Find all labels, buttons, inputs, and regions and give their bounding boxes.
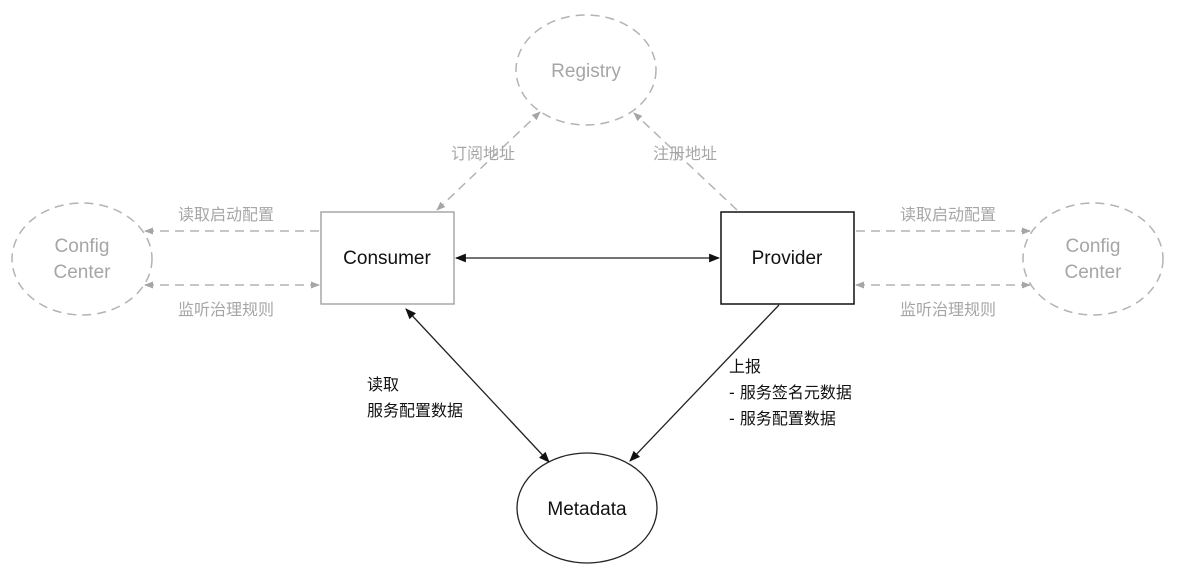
edge-consumer-metadata: 读取 服务配置数据 bbox=[367, 308, 550, 463]
config-center-right-label-line1: Config bbox=[1066, 236, 1121, 257]
config-center-left-label-line2: Center bbox=[53, 262, 111, 283]
consumer-node: Consumer bbox=[320, 211, 455, 305]
edge-consumer-config-listen: 监听治理规则 bbox=[144, 281, 320, 319]
metadata-label: Metadata bbox=[547, 499, 627, 520]
edge-provider-registry-line bbox=[633, 112, 738, 211]
edge-provider-registry: 注册地址 bbox=[633, 112, 738, 211]
edge-provider-metadata-label-line3: - 服务配置数据 bbox=[729, 409, 836, 428]
config-center-right-label-line2: Center bbox=[1064, 262, 1122, 283]
edge-provider-config-listen: 监听治理规则 bbox=[855, 281, 1031, 319]
metadata-ellipse bbox=[516, 452, 658, 564]
edge-consumer-registry-label: 订阅地址 bbox=[451, 144, 515, 163]
edge-consumer-config-read: 读取启动配置 bbox=[144, 205, 319, 235]
provider-node: Provider bbox=[720, 211, 855, 305]
edge-provider-registry-label: 注册地址 bbox=[653, 144, 717, 163]
consumer-box bbox=[320, 211, 455, 305]
edge-provider-metadata-label-line1: 上报 bbox=[729, 357, 761, 376]
registry-node: Registry bbox=[515, 14, 657, 126]
edge-consumer-metadata-line bbox=[405, 308, 550, 463]
config-center-left-ellipse bbox=[11, 202, 153, 316]
edge-consumer-registry: 订阅地址 bbox=[436, 111, 541, 211]
metadata-node: Metadata bbox=[516, 452, 658, 564]
config-center-left-node: Config Center bbox=[11, 202, 153, 316]
edge-provider-metadata-line bbox=[629, 304, 780, 462]
consumer-label: Consumer bbox=[343, 248, 431, 269]
edge-consumer-registry-line bbox=[436, 111, 541, 211]
config-center-right-node: Config Center bbox=[1022, 202, 1164, 316]
edge-provider-metadata-label-line2: - 服务签名元数据 bbox=[729, 383, 852, 402]
edge-consumer-metadata-label-line1: 读取 bbox=[367, 375, 399, 394]
edge-provider-config-listen-label: 监听治理规则 bbox=[900, 300, 996, 319]
registry-ellipse bbox=[515, 14, 657, 126]
config-center-left-label-line1: Config bbox=[55, 236, 110, 257]
edge-consumer-config-listen-label: 监听治理规则 bbox=[178, 300, 274, 319]
edge-provider-metadata: 上报 - 服务签名元数据 - 服务配置数据 bbox=[629, 304, 852, 462]
edge-consumer-metadata-label-line2: 服务配置数据 bbox=[367, 401, 463, 420]
edge-consumer-config-read-label: 读取启动配置 bbox=[178, 205, 274, 224]
edge-provider-config-read: 读取启动配置 bbox=[856, 205, 1031, 235]
config-center-right-ellipse bbox=[1022, 202, 1164, 316]
registry-label: Registry bbox=[551, 61, 621, 82]
edge-provider-config-read-label: 读取启动配置 bbox=[900, 205, 996, 224]
provider-box bbox=[720, 211, 855, 305]
provider-label: Provider bbox=[752, 248, 823, 269]
